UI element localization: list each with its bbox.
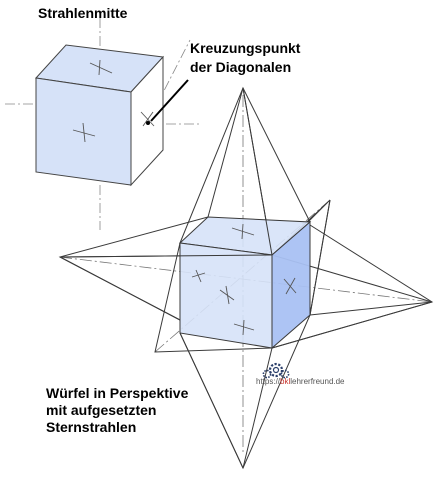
label-kreuzungspunkt-line1: Kreuzungspunkt — [190, 40, 301, 56]
caption: Würfel in Perspektive mit aufgesetzten S… — [46, 385, 188, 436]
big-cube-front-face — [179, 242, 273, 349]
star-ray-back — [309, 199, 331, 316]
diagonal-mark — [231, 227, 255, 236]
caption-line3: Sternstrahlen — [46, 419, 137, 435]
diagonal-mark — [219, 289, 235, 301]
diagonal-mark — [191, 272, 206, 278]
diagonal-mark — [195, 269, 202, 283]
gear-icon — [262, 362, 290, 379]
watermark-suffix: lehrerfreund.de — [290, 377, 345, 386]
star-ray-bottom — [242, 347, 273, 469]
label-strahlenmitte: Strahlenmitte — [38, 5, 128, 21]
caption-line1: Würfel in Perspektive — [46, 385, 189, 401]
star-ray-bottom — [179, 332, 244, 469]
watermark-prefix: https:// — [256, 377, 281, 386]
diagonal-mark — [89, 62, 113, 74]
diagonal-mark — [98, 59, 101, 76]
star-ray-left — [59, 256, 181, 321]
diagonal-mark — [142, 111, 154, 127]
star-group — [58, 86, 434, 470]
label-kreuzungspunkt: Kreuzungspunkt der Diagonalen — [190, 39, 300, 77]
diagonal-mark — [241, 223, 244, 240]
star-ray-left — [59, 254, 273, 258]
centerline — [147, 39, 191, 123]
diagonal-mark — [242, 319, 245, 336]
star-ray-top — [242, 87, 273, 256]
annotation-pointer — [150, 79, 189, 122]
diagonal-mark — [82, 122, 86, 143]
star-ray-front — [154, 242, 273, 353]
diagonal-mark — [225, 285, 230, 305]
small-cube-group — [5, 18, 200, 230]
intersection-dot — [146, 121, 150, 125]
star-ray-right — [271, 301, 433, 349]
diagonal-mark — [285, 277, 296, 295]
watermark-highlight: bkl — [280, 377, 291, 386]
diagonal-mark — [233, 323, 255, 331]
label-kreuzungspunkt-line2: der Diagonalen — [190, 59, 292, 75]
watermark: https://bkllehrerfreund.de — [256, 377, 345, 387]
caption-line2: mit aufgesetzten — [46, 402, 157, 418]
